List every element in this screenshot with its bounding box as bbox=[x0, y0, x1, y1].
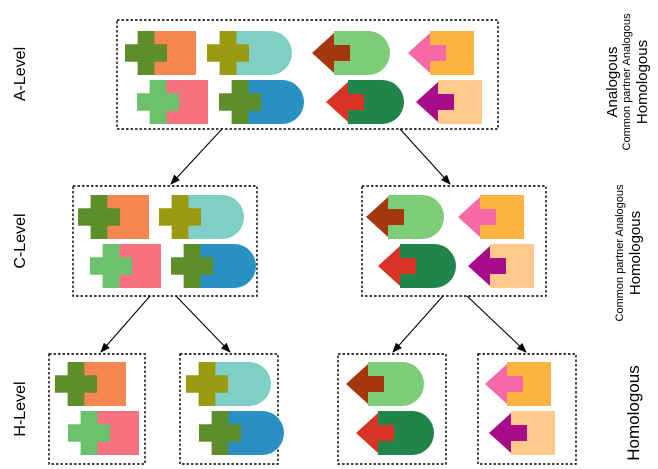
cross-shape bbox=[159, 195, 201, 239]
analogous-text: Analogous bbox=[604, 46, 621, 118]
cross-shape bbox=[125, 31, 167, 75]
h-level-box-4 bbox=[477, 353, 577, 465]
c-level-category-label: Common partner Analogous Homologous bbox=[614, 183, 648, 323]
a-level-box bbox=[116, 19, 499, 130]
partner-shape bbox=[334, 31, 390, 75]
c-level-right-box bbox=[361, 185, 547, 297]
h-level-category-label: Homologous bbox=[624, 358, 646, 468]
arrow-shape bbox=[312, 33, 350, 73]
partner-shape bbox=[220, 411, 284, 455]
a-complex-red-darkgreen bbox=[326, 80, 404, 124]
a-level-label: A-Level bbox=[12, 46, 29, 102]
cross-shape bbox=[199, 411, 241, 455]
a-complex-pink-gold bbox=[408, 31, 474, 75]
partner-shape bbox=[192, 244, 256, 288]
c-complex-purple-peach bbox=[468, 244, 534, 288]
c-complex-green-blue bbox=[171, 244, 256, 288]
arrow-shape bbox=[485, 364, 523, 404]
cross-shape bbox=[186, 362, 228, 406]
arrow-c-to-h2 bbox=[175, 295, 231, 353]
cross-shape bbox=[55, 362, 97, 406]
arrow-c-to-h1 bbox=[100, 295, 151, 353]
homologous-text-c: Homologous bbox=[626, 210, 644, 296]
c-level-left-box bbox=[72, 185, 258, 297]
partner-shape bbox=[240, 80, 304, 124]
c-complex-lightgreen-pink bbox=[90, 244, 161, 288]
a-complex-green-blue bbox=[219, 80, 304, 124]
partner-shape bbox=[180, 195, 244, 239]
partner-shape bbox=[368, 362, 424, 406]
c-level-label: C-Level bbox=[12, 213, 29, 269]
h-level-box-1 bbox=[48, 353, 146, 465]
arrow-shape bbox=[458, 197, 496, 237]
arrow-shape bbox=[489, 413, 527, 453]
arrow-c-to-h3 bbox=[392, 295, 444, 353]
partner-shape bbox=[388, 195, 444, 239]
arrow-shape bbox=[356, 413, 394, 453]
a-complex-brown-green bbox=[312, 31, 390, 75]
arrow-shape bbox=[416, 82, 454, 122]
arrow-a-to-c-left bbox=[170, 128, 223, 185]
a-complex-purple-peach bbox=[416, 80, 482, 124]
homologous-text: Homologous bbox=[633, 39, 651, 125]
partner-shape bbox=[228, 31, 292, 75]
cross-shape bbox=[68, 411, 110, 455]
cross-shape bbox=[171, 244, 213, 288]
h-level-label: H-Level bbox=[12, 381, 29, 437]
c-complex-brown-green bbox=[366, 195, 444, 239]
c-complex-pink-gold bbox=[458, 195, 524, 239]
partner-shape bbox=[400, 244, 456, 288]
arrow-shape bbox=[468, 246, 506, 286]
arrow-shape bbox=[326, 82, 364, 122]
common-partner-analogous-text: Common partner Analogous bbox=[621, 13, 634, 151]
h-complex-lightgreen-pink bbox=[68, 411, 139, 455]
a-complex-lightgreen-pink bbox=[137, 80, 208, 124]
partner-shape bbox=[207, 362, 271, 406]
cross-shape bbox=[137, 80, 179, 124]
h-complex-purple-peach bbox=[489, 411, 555, 455]
molecule-shapes bbox=[55, 31, 555, 455]
h-level-box-2 bbox=[179, 353, 279, 465]
arrow-a-to-c-right bbox=[399, 128, 451, 185]
arrow-shape bbox=[378, 246, 416, 286]
arrow-shape bbox=[366, 197, 404, 237]
a-complex-green-orange bbox=[125, 31, 196, 75]
c-complex-red-darkgreen bbox=[378, 244, 456, 288]
h-complex-green-orange bbox=[55, 362, 126, 406]
c-complex-green-orange bbox=[78, 195, 149, 239]
c-complex-olive-teal bbox=[159, 195, 244, 239]
partner-shape bbox=[348, 80, 404, 124]
h-level-box-3 bbox=[337, 353, 447, 465]
cross-shape bbox=[78, 195, 120, 239]
partner-shape bbox=[378, 411, 434, 455]
cross-shape bbox=[207, 31, 249, 75]
h-complex-red-darkgreen bbox=[356, 411, 434, 455]
common-partner-analogous-text-c: Common partner Analogous bbox=[614, 184, 626, 322]
arrow-shape bbox=[346, 364, 384, 404]
h-complex-brown-green bbox=[346, 362, 424, 406]
h-complex-green-blue bbox=[199, 411, 284, 455]
arrow-c-to-h4 bbox=[466, 295, 527, 353]
cross-shape bbox=[219, 80, 261, 124]
h-complex-pink-gold bbox=[485, 362, 551, 406]
homologous-text-h: Homologous bbox=[624, 365, 643, 461]
a-level-category-label: Analogous Common partner Analogous Homol… bbox=[604, 7, 658, 157]
a-complex-olive-teal bbox=[207, 31, 292, 75]
arrow-shape bbox=[408, 33, 446, 73]
h-complex-olive-teal bbox=[186, 362, 271, 406]
cross-shape bbox=[90, 244, 132, 288]
